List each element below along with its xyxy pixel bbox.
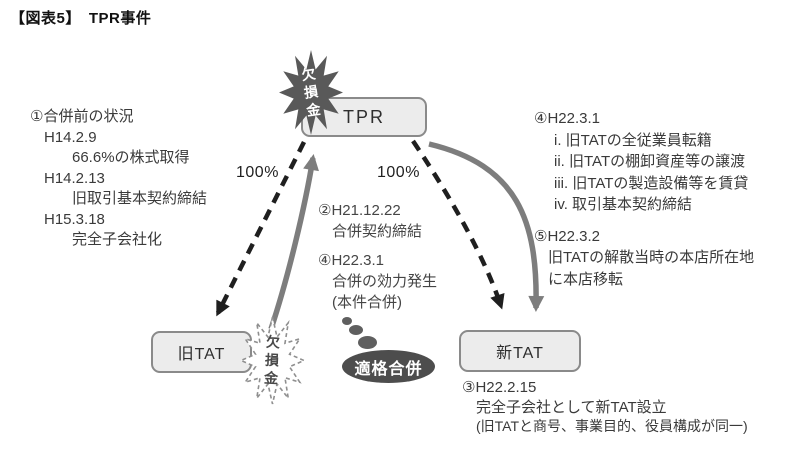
bubble-dot-medium	[349, 325, 363, 335]
qualified-merger-bubble: 適格合併	[342, 350, 435, 383]
note-line: iii. 旧TATの製造設備等を賃貸	[554, 174, 749, 192]
note-merger-steps: ②H21.12.22 合併契約締結 ④H22.3.1 合併の効力発生 (本件合併…	[318, 200, 437, 313]
note-line: H14.2.13	[44, 169, 105, 187]
note-line: 旧TATの解散当時の本店所在地	[548, 249, 755, 266]
note-line: (本件合併)	[332, 294, 402, 311]
note-line: に本店移転	[548, 270, 624, 288]
node-new-tat-label: 新TAT	[496, 345, 544, 362]
figure-title: 【図表5】 TPR事件	[10, 10, 152, 27]
note-line: 完全子会社として新TAT設立	[476, 398, 667, 416]
node-new-tat: 新TAT	[459, 330, 581, 372]
note-line: ii. 旧TATの棚卸資産等の譲渡	[554, 153, 746, 170]
bubble-dot-large	[358, 336, 377, 349]
note-before-merger: ①合併前の状況 H14.2.9 66.6%の株式取得 H14.2.13 旧取引基…	[30, 107, 207, 251]
loss-badge-oldtat-label: 欠損金	[263, 333, 281, 387]
note-line: ③H22.2.15	[462, 379, 537, 396]
node-tpr-label: TPR	[343, 106, 385, 127]
qualified-merger-label: 適格合併	[354, 360, 423, 378]
ownership-label-left: 100%	[236, 164, 279, 181]
arrow-oldtat-to-tpr-solid	[268, 154, 319, 330]
ownership-label-right: 100%	[377, 164, 420, 181]
note-line: ⑤H22.3.2	[534, 227, 600, 245]
note-line: ④H22.3.1	[534, 110, 600, 127]
note-transfer-steps: ④H22.3.1 i. 旧TATの全従業員転籍 ii. 旧TATの棚卸資産等の譲…	[534, 108, 754, 290]
note-line: H15.3.18	[44, 210, 105, 228]
note-line: ②H21.12.22	[318, 202, 401, 219]
node-old-tat: 旧TAT	[151, 331, 252, 373]
node-old-tat-label: 旧TAT	[177, 346, 226, 363]
bubble-dot-small	[342, 317, 352, 325]
note-line: 完全子会社化	[72, 231, 163, 248]
note-line: i. 旧TATの全従業員転籍	[554, 131, 712, 149]
note-line: H14.2.9	[44, 128, 97, 146]
note-line: 66.6%の株式取得	[72, 149, 190, 166]
note-line: ④H22.3.1	[318, 252, 384, 269]
note-line: iv. 取引基本契約締結	[554, 196, 693, 213]
note-line: 旧取引基本契約締結	[72, 190, 208, 207]
note-line: 合併の効力発生	[332, 273, 438, 290]
arrow-tpr-to-newtat-solid	[428, 141, 545, 312]
note-line: 合併契約締結	[332, 223, 423, 240]
note-new-tat-setup: ③H22.2.15 完全子会社として新TAT設立 (旧TATと商号、事業目的、役…	[462, 378, 748, 437]
note-line: (旧TATと商号、事業目的、役員構成が同一)	[476, 418, 748, 434]
note-line: ①合併前の状況	[30, 108, 134, 125]
